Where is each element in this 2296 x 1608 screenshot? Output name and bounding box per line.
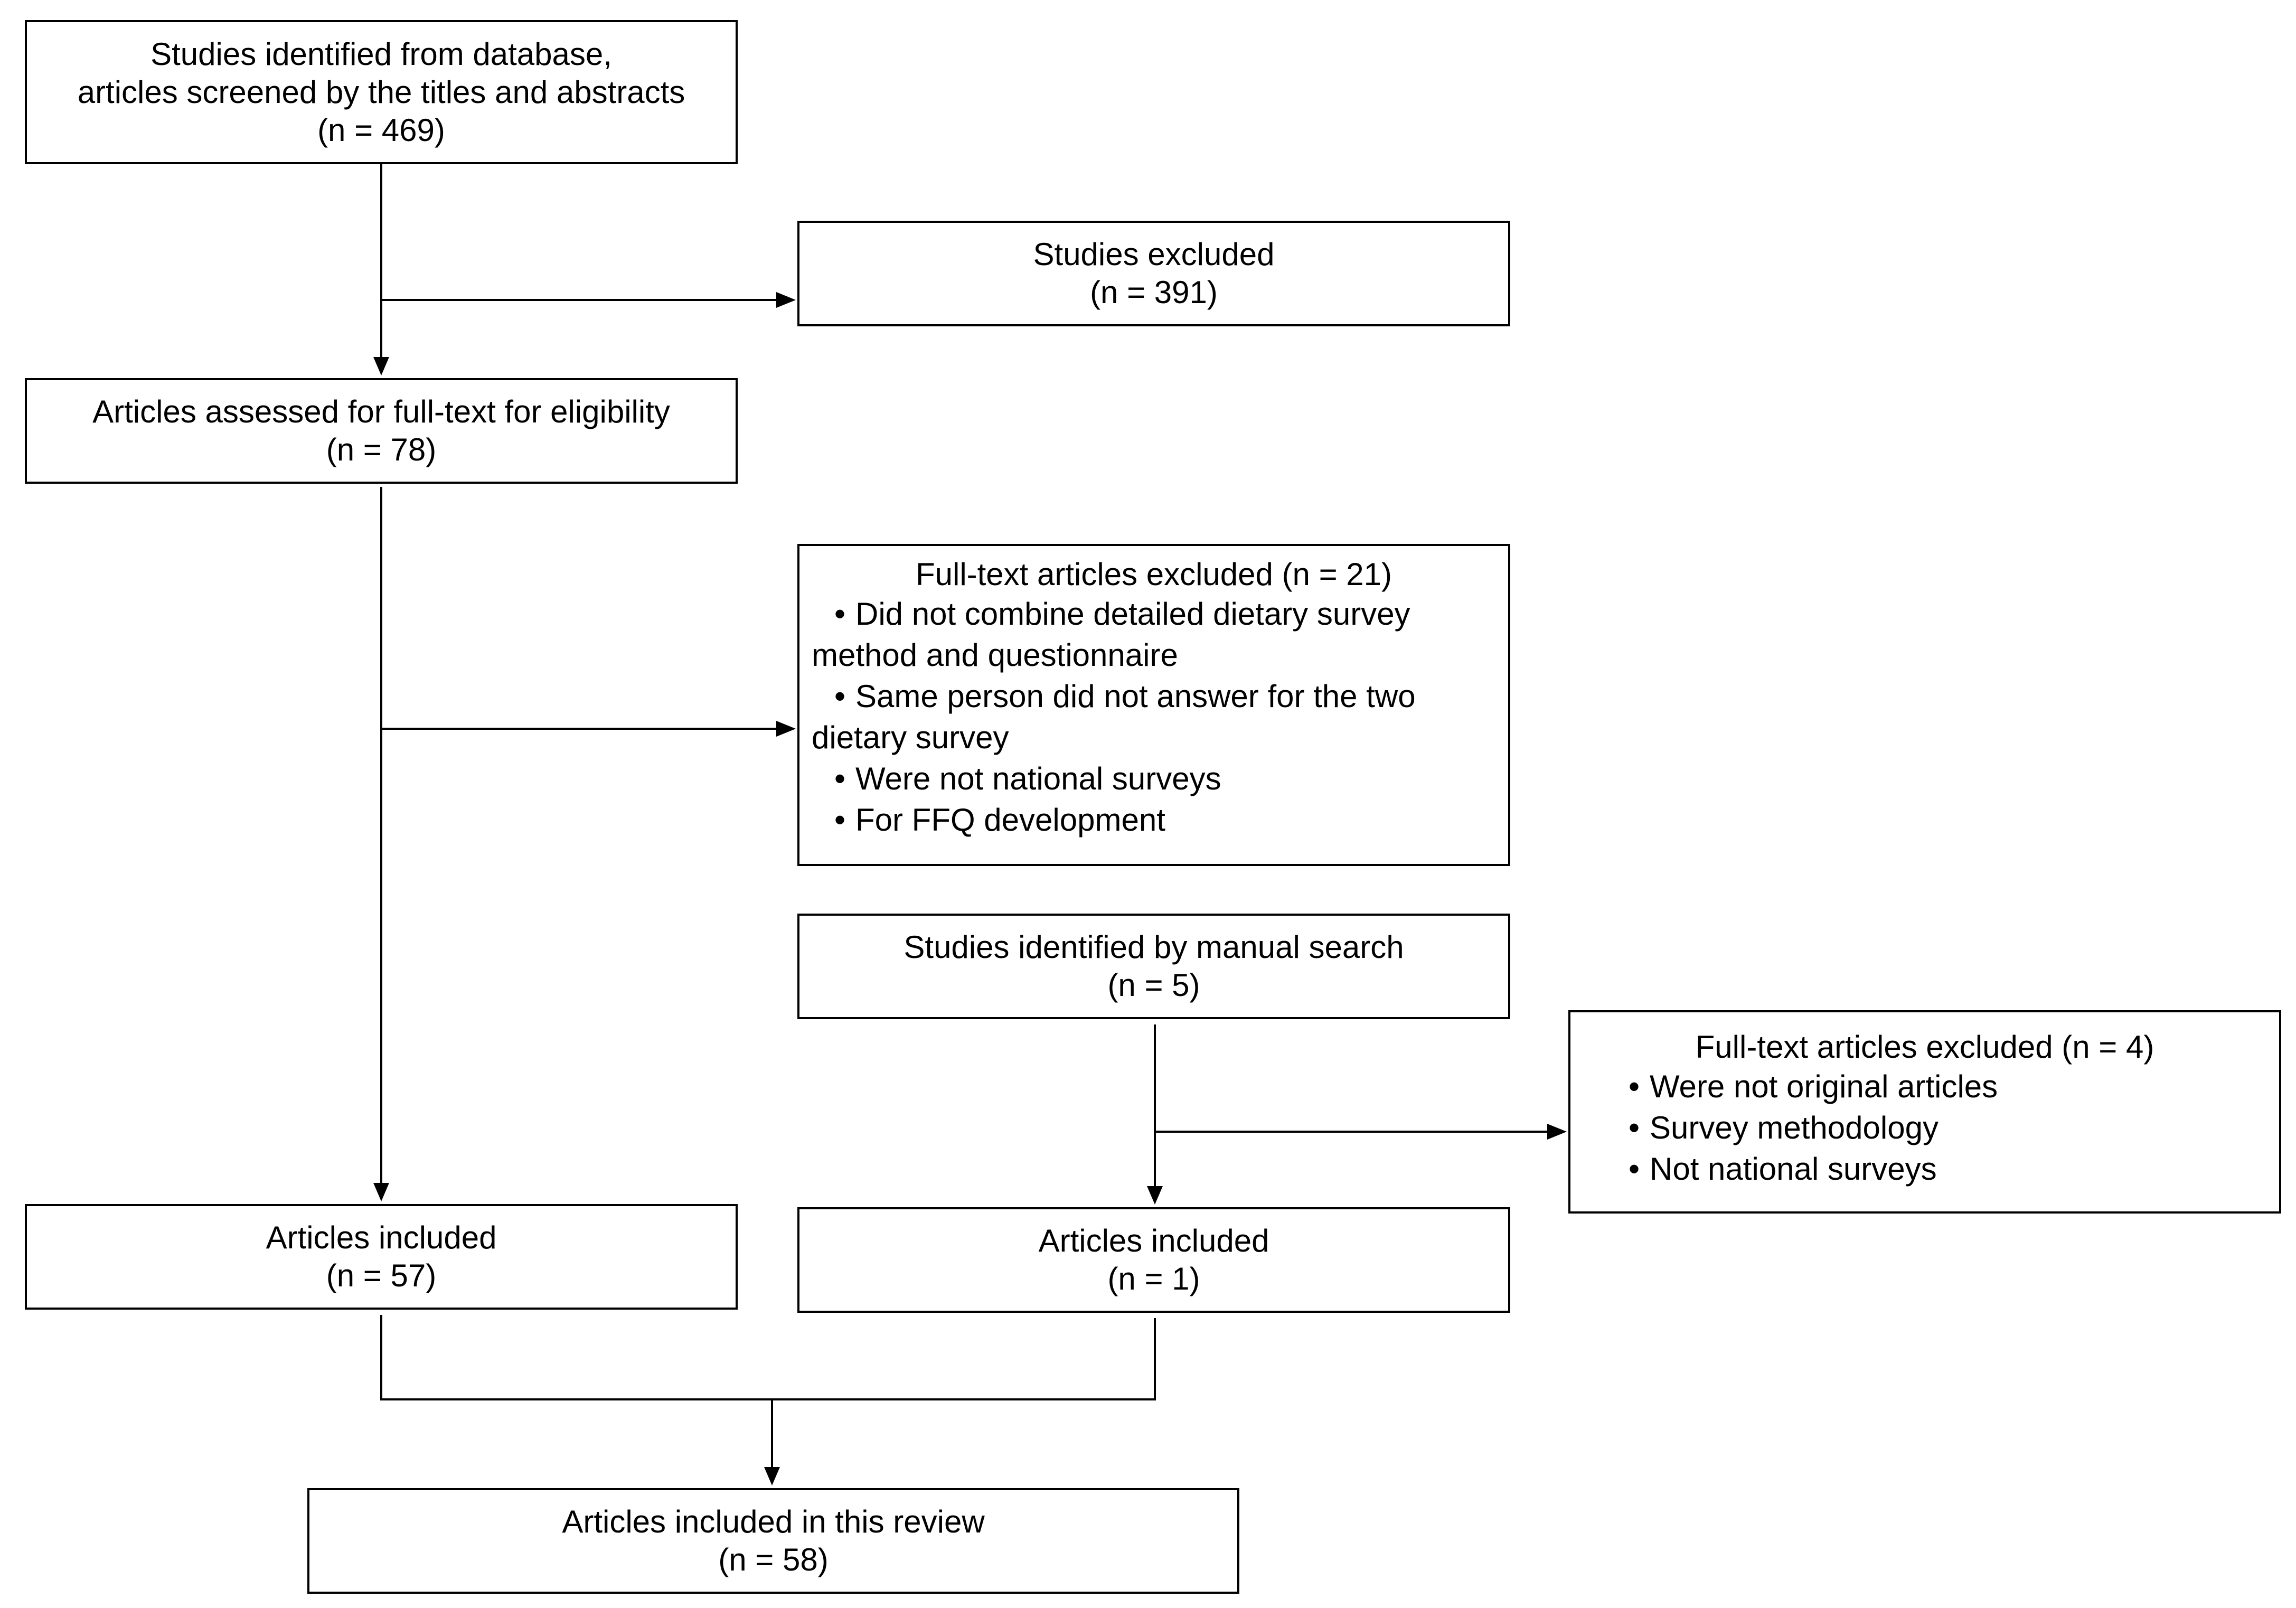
box-text-line: Articles included [1038, 1223, 1269, 1258]
arrowhead-excluded-391 [776, 292, 796, 308]
exclusion-reason-continued: method and questionnaire [812, 637, 1178, 673]
arrowhead-fulltext-excluded-21 [776, 721, 796, 737]
box-count: (n = 78) [326, 432, 437, 467]
articles-assessed-box: Articles assessed for full-text for elig… [25, 378, 738, 484]
exclusion-reason-continued: dietary survey [812, 720, 1009, 755]
box-heading: Full-text articles excluded (n = 21) [915, 557, 1392, 592]
box-text-line: articles screened by the titles and abst… [77, 74, 685, 110]
exclusion-reason: Not national surveys [1629, 1149, 2279, 1190]
box-text-line: Articles included [266, 1220, 497, 1255]
box-count: (n = 58) [718, 1542, 829, 1577]
box-count: (n = 5) [1107, 967, 1200, 1003]
arrowhead-assessed [373, 357, 389, 375]
exclusion-reason: Same person did not answer for the two [834, 676, 1508, 717]
articles-included-database-box: Articles included (n = 57) [25, 1204, 738, 1310]
arrowhead-included-1 [1147, 1186, 1163, 1205]
studies-identified-database-box: Studies identified from database, articl… [25, 20, 738, 164]
arrowhead-included-57 [373, 1183, 389, 1201]
box-text-line: Articles assessed for full-text for elig… [92, 394, 670, 429]
fulltext-excluded-manual-box: Full-text articles excluded (n = 4) Were… [1568, 1010, 2281, 1214]
studies-identified-manual-box: Studies identified by manual search (n =… [797, 914, 1510, 1019]
articles-included-manual-box: Articles included (n = 1) [797, 1207, 1510, 1313]
box-count: (n = 1) [1107, 1261, 1200, 1296]
box-text-line: Articles included in this review [562, 1504, 985, 1539]
exclusion-reason: For FFQ development [834, 800, 1508, 841]
box-count: (n = 57) [326, 1258, 437, 1293]
box-text-line: Studies identified from database, [150, 36, 612, 72]
arrowhead-review [764, 1467, 780, 1485]
box-text-line: Studies identified by manual search [904, 929, 1404, 965]
studies-excluded-box: Studies excluded (n = 391) [797, 221, 1510, 326]
box-text-line: Studies excluded [1033, 237, 1275, 272]
box-count: (n = 391) [1090, 275, 1218, 310]
exclusion-reason: Survey methodology [1629, 1107, 2279, 1149]
box-heading: Full-text articles excluded (n = 4) [1695, 1029, 2154, 1065]
box-count: (n = 469) [317, 112, 445, 148]
articles-included-review-box: Articles included in this review (n = 58… [307, 1488, 1239, 1594]
arrowhead-fulltext-excluded-4 [1547, 1124, 1567, 1140]
exclusion-reason: Were not national surveys [834, 758, 1508, 800]
fulltext-excluded-main-box: Full-text articles excluded (n = 21) Did… [797, 544, 1510, 866]
exclusion-reason: Did not combine detailed dietary survey [834, 594, 1508, 635]
exclusion-reason: Were not original articles [1629, 1066, 2279, 1107]
